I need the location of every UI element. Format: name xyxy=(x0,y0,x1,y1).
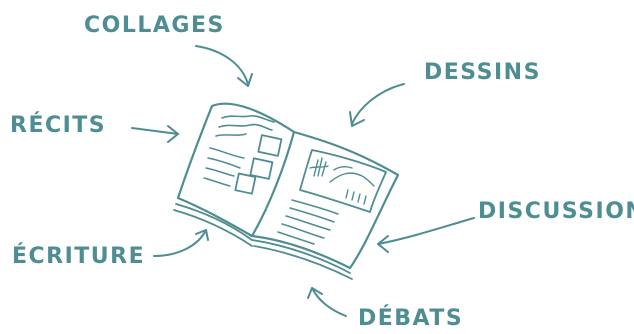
label-recits: RÉCITS xyxy=(10,113,107,138)
label-dessins: DESSINS xyxy=(424,60,541,85)
arrow-collages xyxy=(195,45,253,87)
label-discussions: DISCUSSIONS xyxy=(478,199,634,224)
label-collages: COLLAGES xyxy=(84,13,225,38)
arrow-debats xyxy=(307,287,347,317)
arrow-ecriture xyxy=(153,229,209,257)
arrow-discussions xyxy=(377,217,475,253)
label-debats: DÉBATS xyxy=(358,306,464,331)
open-book-icon xyxy=(173,102,400,280)
arrow-recits xyxy=(131,125,179,143)
arrow-dessins xyxy=(349,83,405,127)
label-ecriture: ÉCRITURE xyxy=(12,244,146,269)
